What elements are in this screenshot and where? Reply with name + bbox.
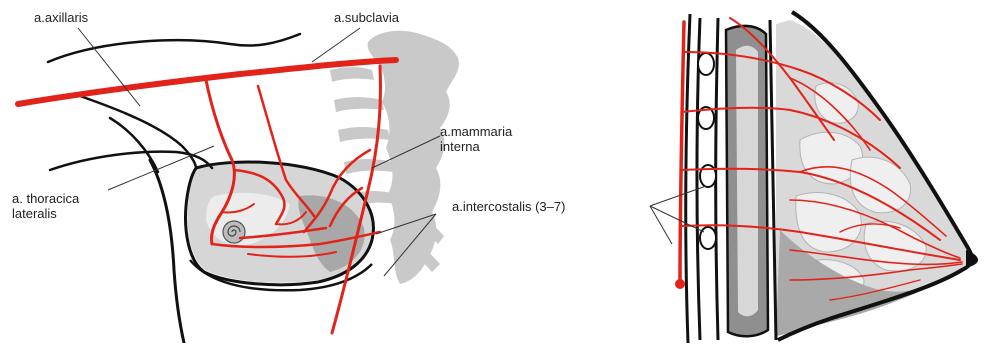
frontal-view: a.axillaris a.subclavia a.mammaria inter… xyxy=(12,10,565,343)
label-mammaria-line1: a.mammaria xyxy=(440,124,513,139)
nipple xyxy=(223,221,245,243)
axilla-line xyxy=(50,152,212,170)
sagittal-view xyxy=(650,12,978,343)
label-intercostalis: a.intercostalis (3–7) xyxy=(452,199,565,214)
label-axillaris: a.axillaris xyxy=(34,10,89,25)
internal-thoracic-artery xyxy=(680,22,684,282)
rib-2 xyxy=(334,97,384,112)
fascia-line xyxy=(770,20,776,340)
label-subclavia: a.subclavia xyxy=(334,10,400,25)
rib-section-1 xyxy=(698,53,714,75)
label-thoracica-line2: lateralis xyxy=(12,206,57,221)
rib-3 xyxy=(338,127,390,142)
artery-end-bulb xyxy=(675,279,685,289)
label-thoracica-line1: a. thoracica xyxy=(12,191,80,206)
rib-section-4 xyxy=(700,227,716,249)
leader-subclavia xyxy=(312,28,360,62)
muscle-inner-light xyxy=(736,46,758,317)
label-mammaria-line2: interna xyxy=(440,139,481,154)
outer-body-line xyxy=(686,14,690,343)
torso-contour xyxy=(150,160,184,343)
rib-1 xyxy=(330,67,374,82)
